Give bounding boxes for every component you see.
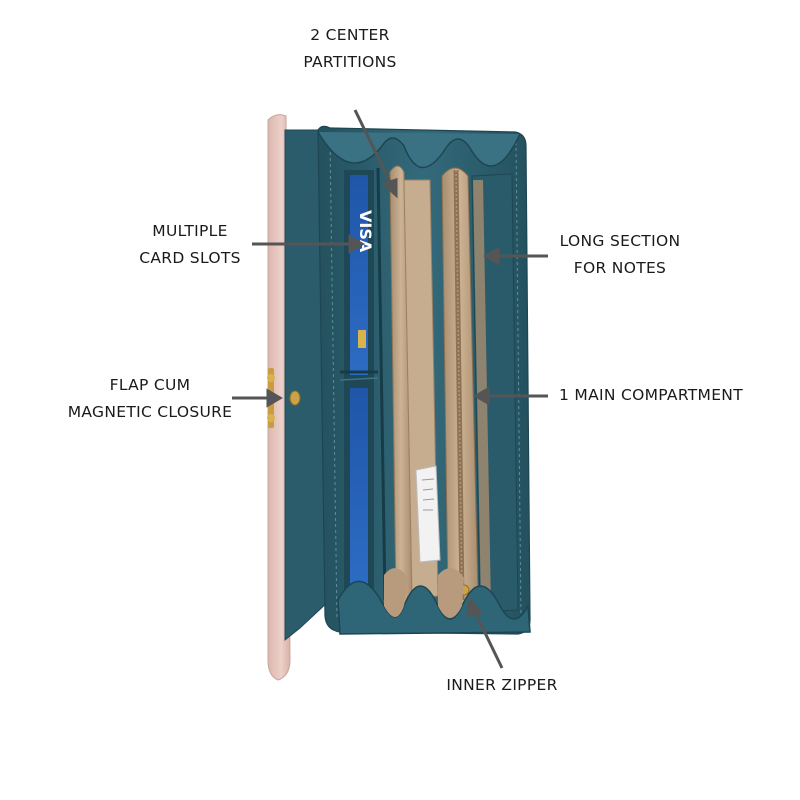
- magnetic-clasp: [289, 390, 301, 406]
- receipt-paper: [415, 465, 441, 563]
- label-main-compartment: 1 MAIN COMPARTMENT: [559, 386, 743, 404]
- label-flap-closure: FLAP CUM MAGNETIC CLOSURE: [67, 376, 233, 421]
- card-1: [350, 175, 368, 375]
- callout-arrows: [232, 109, 548, 669]
- label-card-slots: MULTIPLE CARD SLOTS: [139, 222, 241, 267]
- label-long-section: LONG SECTION FOR NOTES: [559, 232, 681, 277]
- card-2: [350, 388, 368, 588]
- label-center-partitions: 2 CENTER PARTITIONS: [303, 26, 397, 71]
- top-folds: [317, 131, 521, 169]
- zipper-track: [453, 169, 465, 601]
- teal-flap: [284, 129, 331, 642]
- label-inner-zipper: INNER ZIPPER: [446, 676, 558, 694]
